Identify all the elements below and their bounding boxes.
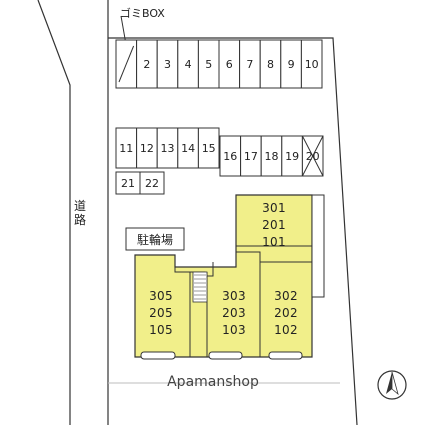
parking-slot-number: 4 xyxy=(185,58,192,71)
parking-slot-number: 13 xyxy=(161,142,175,155)
unit-group-east-block: 302 202 102 xyxy=(274,289,298,337)
parking-slot-number: 19 xyxy=(285,150,299,163)
unit-label: 201 xyxy=(262,218,286,232)
bicycle-parking-label: 駐輪場 xyxy=(137,232,173,247)
parking-slot-number: 15 xyxy=(202,142,216,155)
building-east-extension xyxy=(311,194,325,298)
parking-slot-number: 17 xyxy=(244,150,258,163)
unit-label: 303 xyxy=(222,289,246,303)
unit-label: 105 xyxy=(149,323,173,337)
building-main-outline xyxy=(134,194,313,358)
slot-unavailable-mark xyxy=(301,135,324,177)
parking-slot-number: 16 xyxy=(223,150,237,163)
unit-label: 301 xyxy=(262,201,286,215)
site-boundary xyxy=(108,37,358,425)
building-inner-line-2 xyxy=(235,246,312,263)
garbage-box-mark xyxy=(118,45,135,83)
parking-row-4: 21 22 xyxy=(115,171,165,195)
unit-label: 203 xyxy=(222,306,246,320)
parking-slot-number: 8 xyxy=(267,58,274,71)
building-center-notch xyxy=(207,262,214,277)
road-label: 道路 xyxy=(74,199,86,227)
parking-slot-number: 2 xyxy=(143,58,150,71)
unit-label: 302 xyxy=(274,289,298,303)
balcony xyxy=(140,351,176,360)
watermark-text: Apamanshop xyxy=(167,374,259,390)
parking-row-2: 11 12 13 14 15 xyxy=(115,127,220,169)
parking-slot-number: 14 xyxy=(181,142,195,155)
balcony xyxy=(268,351,303,360)
unit-label: 103 xyxy=(222,323,246,337)
parking-slot-number: 6 xyxy=(226,58,233,71)
parking-slot-number: 21 xyxy=(121,177,135,190)
unit-label: 305 xyxy=(149,289,173,303)
road-edge-west xyxy=(37,0,71,425)
unit-label: 202 xyxy=(274,306,298,320)
north-arrow-icon xyxy=(377,370,407,400)
parking-slot xyxy=(197,127,220,169)
unit-label: 205 xyxy=(149,306,173,320)
garbage-box-label: ゴミBOX xyxy=(120,6,165,20)
unit-label: 102 xyxy=(274,323,298,337)
parking-slot-number: 5 xyxy=(205,58,212,71)
parking-slot-number: 22 xyxy=(145,177,159,190)
parking-slot xyxy=(300,39,323,89)
parking-row-3: 1617181920 xyxy=(219,135,324,177)
bicycle-parking xyxy=(125,227,185,251)
parking-slot-number: 12 xyxy=(140,142,154,155)
parking-slot-number: 11 xyxy=(119,142,133,155)
parking-slot-number: 9 xyxy=(288,58,295,71)
unit-label: 101 xyxy=(262,235,286,249)
unit-group-west-block: 305 205 105 xyxy=(149,289,173,337)
unit-group-center-block: 303 203 103 xyxy=(222,289,246,337)
balcony xyxy=(208,351,243,360)
parking-slot-number: 7 xyxy=(246,58,253,71)
parking-slot-number: 10 xyxy=(305,58,319,71)
unit-group-east-wing: 301 201 101 xyxy=(262,201,286,249)
parking-slot-number: 3 xyxy=(164,58,171,71)
parking-slot xyxy=(139,171,165,195)
apartment-building: 301 201 101 305 205 105 303 203 103 302 … xyxy=(134,194,325,360)
parking-slot-number: 18 xyxy=(265,150,279,163)
stairwell-steps xyxy=(194,274,206,300)
